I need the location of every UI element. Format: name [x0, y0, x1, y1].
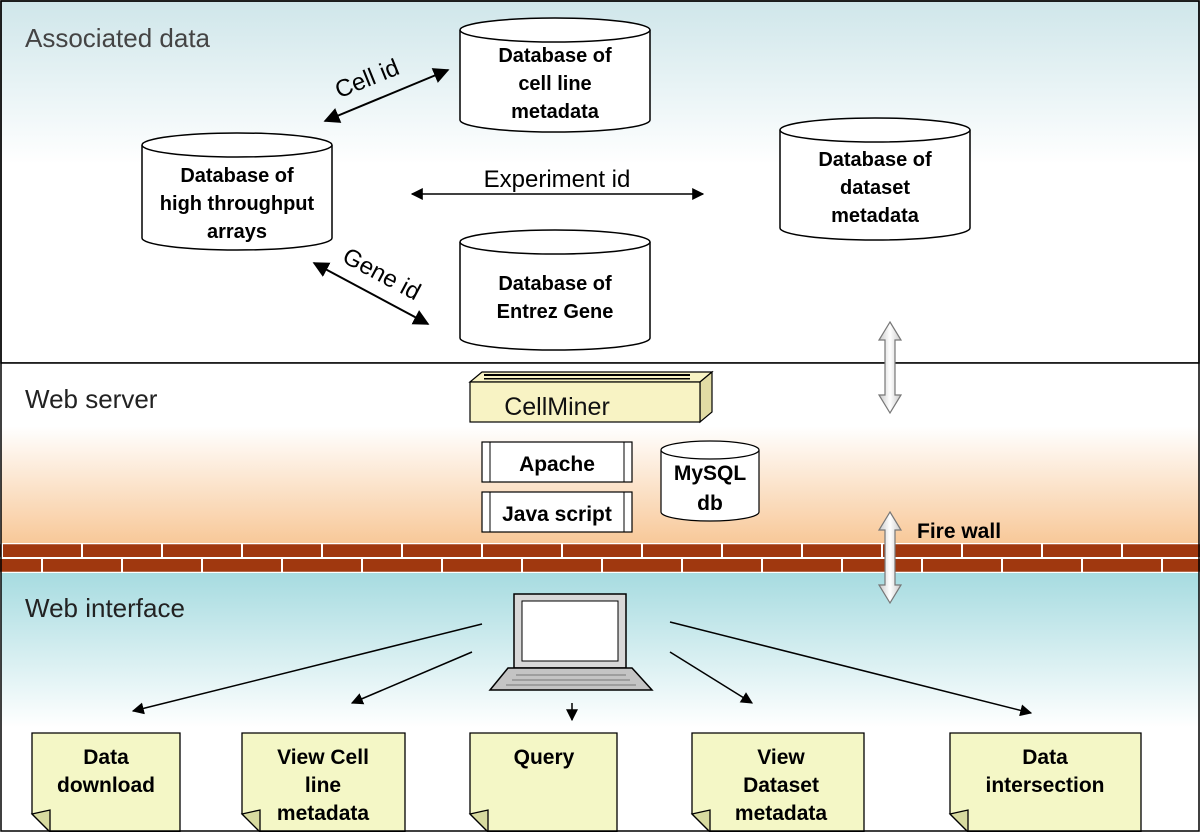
- db-cell-line-line-2: cell line: [518, 73, 591, 95]
- view-dataset-note[interactable]: View Dataset metadata: [690, 732, 865, 832]
- cell-id-arrow: [323, 68, 450, 123]
- upper-double-arrow: [877, 320, 903, 415]
- database-high-throughput-arrays: Database of high throughput arrays: [141, 132, 333, 251]
- javascript-label: Java script: [502, 503, 612, 526]
- db-dataset-line-1: Database of: [818, 149, 932, 171]
- data-intersection-note[interactable]: Data intersection: [948, 732, 1142, 832]
- arrow-to-data-intersection: [669, 621, 1033, 717]
- arrow-to-data-download: [131, 623, 483, 715]
- data-download-line-1: Data: [83, 746, 129, 769]
- cellminer-server: CellMiner: [468, 370, 714, 424]
- experiment-id-label: Experiment id: [484, 166, 631, 193]
- database-cell-line-metadata: Database of cell line metadata: [459, 17, 651, 133]
- cellminer-label: CellMiner: [504, 393, 610, 421]
- view-cell-line-line-3: metadata: [277, 802, 370, 825]
- gene-id-arrow: [312, 262, 430, 325]
- mysql-db: MySQL db: [660, 440, 760, 522]
- firewall-label: Fire wall: [917, 520, 1001, 543]
- mysql-label-line-1: MySQL: [674, 462, 747, 485]
- apache-label: Apache: [519, 453, 595, 476]
- db-entrez-line-2: Entrez Gene: [497, 301, 614, 323]
- view-cell-line-line-2: line: [305, 774, 341, 797]
- query-line-1: Query: [514, 746, 575, 769]
- associated-data-title: Associated data: [25, 23, 211, 53]
- arrow-to-view-cell-line: [350, 651, 473, 705]
- data-intersection-line-1: Data: [1022, 746, 1068, 769]
- view-cell-line-note[interactable]: View Cell line metadata: [240, 732, 406, 832]
- database-dataset-metadata: Database of dataset metadata: [779, 117, 971, 241]
- mysql-label-line-2: db: [697, 492, 723, 515]
- db-entrez-line-1: Database of: [498, 273, 612, 295]
- data-download-note[interactable]: Data download: [30, 732, 181, 832]
- laptop-icon: [488, 593, 654, 691]
- data-download-line-2: download: [57, 774, 155, 797]
- db-cell-line-line-3: metadata: [511, 101, 600, 123]
- arrow-to-view-dataset: [669, 651, 754, 704]
- lower-double-arrow: [877, 510, 903, 605]
- view-dataset-line-1: View: [757, 746, 805, 769]
- web-server-title: Web server: [25, 384, 158, 414]
- apache-box: Apache: [481, 441, 633, 483]
- data-intersection-line-2: intersection: [985, 774, 1104, 797]
- view-cell-line-line-1: View Cell: [277, 746, 369, 769]
- db-arrays-line-2: high throughput: [160, 193, 315, 215]
- web-interface-title: Web interface: [25, 593, 185, 623]
- db-cell-line-line-1: Database of: [498, 45, 612, 67]
- view-dataset-line-2: Dataset: [743, 774, 819, 797]
- firewall-bricks: [0, 543, 1200, 573]
- db-dataset-line-2: dataset: [840, 177, 910, 199]
- db-arrays-line-1: Database of: [180, 165, 294, 187]
- db-arrays-line-3: arrays: [207, 221, 267, 243]
- view-dataset-line-3: metadata: [735, 802, 828, 825]
- javascript-box: Java script: [481, 491, 633, 533]
- db-dataset-line-3: metadata: [831, 205, 920, 227]
- query-note[interactable]: Query: [468, 732, 618, 832]
- database-entrez-gene: Database of Entrez Gene: [459, 229, 651, 351]
